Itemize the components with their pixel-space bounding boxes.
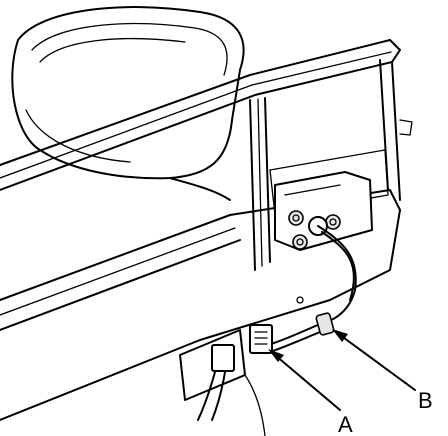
inner-door-panel — [0, 149, 401, 421]
harness-grommet — [315, 312, 335, 336]
mirror-housing — [11, 6, 245, 201]
mirror-mount-bracket — [274, 171, 373, 251]
callout-leader-a — [268, 349, 341, 411]
callout-leader-b — [332, 329, 416, 391]
door-panel-bracket — [179, 329, 266, 436]
door-frame-top-rail — [0, 39, 401, 191]
mount-nut — [292, 234, 308, 250]
callout-label-b: B — [418, 388, 433, 413]
mount-nut — [288, 210, 304, 226]
window-channel-post — [249, 59, 413, 271]
mount-nut — [325, 214, 341, 230]
callout-label-a: A — [338, 412, 353, 436]
harness-connector — [249, 324, 273, 354]
